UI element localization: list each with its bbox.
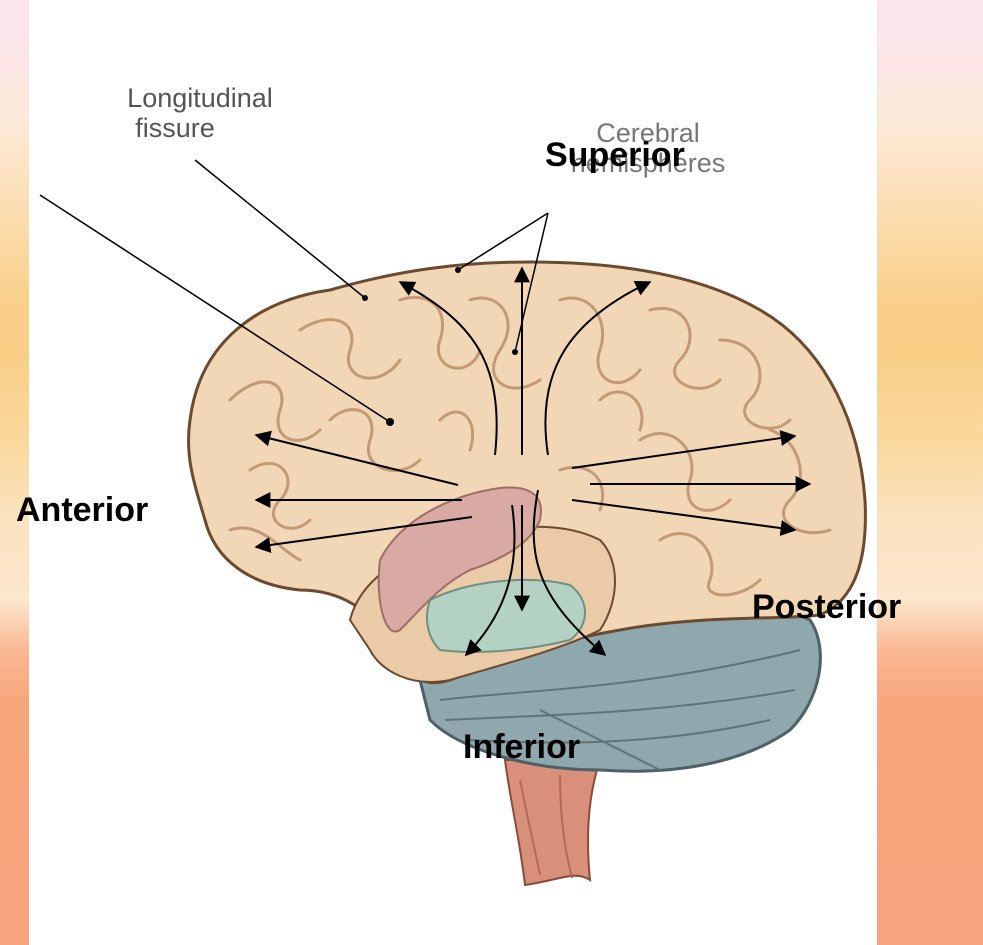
label-longitudinal-fissure: Longitudinal fissure [90,83,310,143]
brainstem [505,760,600,885]
label-anterior: Anterior [16,491,148,530]
label-inferior: Inferior [463,728,580,767]
label-longitudinal-line2: fissure [40,113,310,143]
label-posterior: Posterior [752,588,901,627]
label-longitudinal-line1: Longitudinal [90,83,310,113]
label-superior: Superior [545,136,685,175]
